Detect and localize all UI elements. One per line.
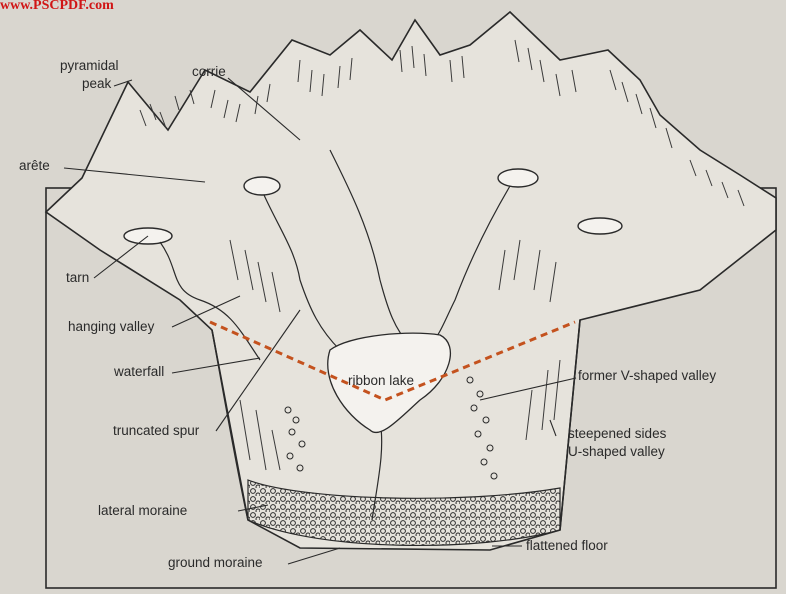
label-arete: arête [19,158,50,174]
label-hanging-valley: hanging valley [68,319,154,335]
label-steepened-sides-line2: U-shaped valley [568,444,665,460]
label-steepened-sides-line1: steepened sides [568,426,666,442]
corrie-lake-3 [578,218,622,234]
label-ground-moraine: ground moraine [168,555,263,571]
label-waterfall: waterfall [114,364,164,380]
label-corrie: corrie [192,64,226,80]
corrie-lake-1 [244,177,280,195]
watermark-text: www.PSCPDF.com [0,0,114,14]
label-pyramidal-peak-line2: peak [82,76,111,92]
label-lateral-moraine: lateral moraine [98,503,187,519]
label-tarn: tarn [66,270,89,286]
label-ribbon-lake: ribbon lake [348,373,414,389]
label-pyramidal-peak-line1: pyramidal [60,58,119,74]
label-former-v-shaped-valley: former V-shaped valley [578,368,716,384]
mountain-block [46,12,776,550]
label-truncated-spur: truncated spur [113,423,199,439]
label-flattened-floor: flattened floor [526,538,608,554]
corrie-lake-2 [498,169,538,187]
